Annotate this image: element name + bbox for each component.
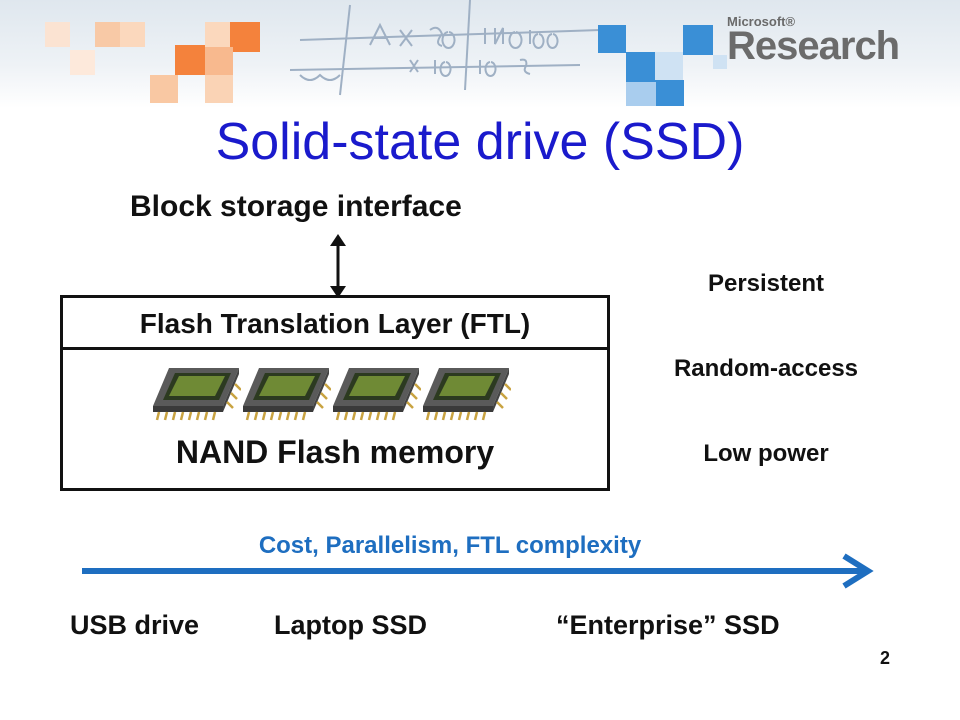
- nand-memory-label: NAND Flash memory: [175, 434, 495, 470]
- bidirectional-arrow-icon: [330, 234, 346, 298]
- ssd-box: Flash Translation Layer (FTL): [60, 295, 610, 491]
- microsoft-logo-text: Microsoft®: [727, 14, 796, 29]
- item-usb-drive: USB drive: [70, 610, 200, 640]
- ftl-layer: Flash Translation Layer (FTL): [63, 298, 607, 350]
- whiteboard-sketch: [289, 0, 601, 96]
- property-persistent: Persistent: [707, 270, 825, 297]
- header-decoration: Microsoft® Research: [0, 0, 960, 108]
- interface-label: Block storage interface: [130, 190, 462, 223]
- item-enterprise-ssd: “Enterprise” SSD: [556, 610, 780, 640]
- flash-chip-icon: [333, 368, 421, 421]
- flash-chip-icon: [423, 368, 511, 421]
- flash-chip-icon: [243, 368, 331, 421]
- scale-arrow-icon: [82, 553, 874, 589]
- research-logo-text: Research: [727, 24, 900, 68]
- property-low-power: Low power: [703, 440, 829, 467]
- page-number: 2: [880, 648, 891, 668]
- item-laptop-ssd: Laptop SSD: [274, 610, 427, 640]
- flash-chip-icon: [153, 368, 241, 421]
- property-random-access: Random-access: [673, 355, 859, 382]
- scale-arrow-label: Cost, Parallelism, FTL complexity: [258, 532, 642, 559]
- slide-title: Solid-state drive (SSD): [215, 113, 745, 171]
